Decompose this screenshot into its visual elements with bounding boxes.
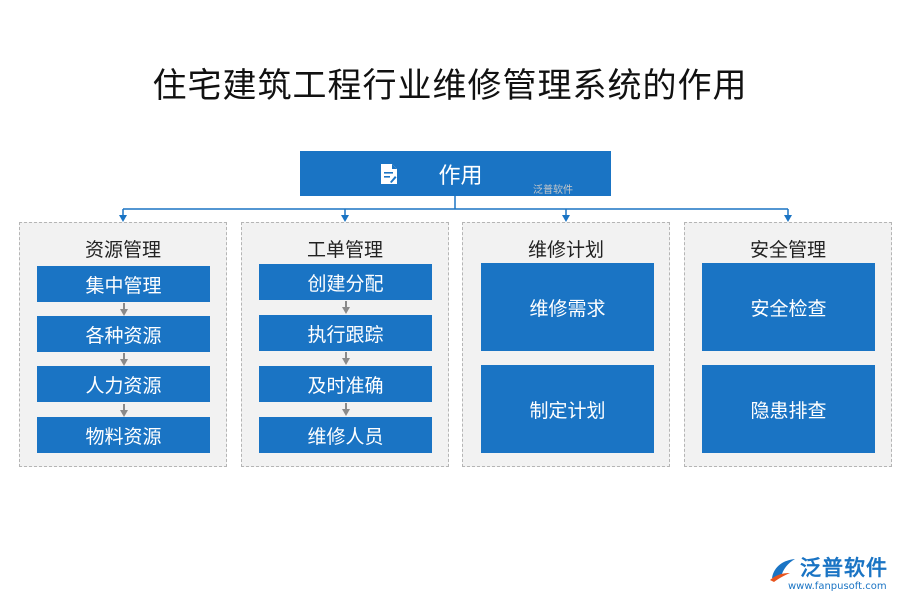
item-maintenance-requirements: 维修需求 — [481, 263, 654, 351]
flow-arrow — [342, 352, 350, 365]
branch-arrow-4 — [784, 215, 792, 222]
logo-name: 泛普软件 — [800, 556, 888, 580]
panel-safety-management: 安全管理 安全检查 隐患排查 — [684, 222, 892, 467]
flow-arrow — [342, 403, 350, 416]
item-timely-accurate: 及时准确 — [259, 366, 432, 402]
branch-arrow-3 — [562, 215, 570, 222]
item-human-resources: 人力资源 — [37, 366, 210, 402]
item-safety-inspection: 安全检查 — [702, 263, 875, 351]
flow-arrow — [342, 301, 350, 314]
document-edit-icon — [381, 164, 397, 184]
fanpu-logo-icon — [770, 559, 795, 582]
watermark-text: 泛普软件 — [533, 185, 573, 196]
flow-arrow — [120, 404, 128, 417]
item-maintenance-staff: 维修人员 — [259, 417, 432, 453]
panel-maintenance-plan: 维修计划 维修需求 制定计划 — [462, 222, 670, 467]
item-centralized-management: 集中管理 — [37, 266, 210, 302]
root-node-label: 作用 — [438, 163, 483, 189]
panel-title: 工单管理 — [306, 239, 383, 261]
branch-arrow-1 — [119, 215, 127, 222]
item-create-assign: 创建分配 — [259, 264, 432, 300]
root-node: 作用 — [300, 151, 611, 196]
panel-work-order-management: 工单管理 创建分配 执行跟踪 及时准确 维修人员 — [241, 222, 449, 467]
panel-title: 资源管理 — [84, 239, 161, 261]
flow-arrow — [120, 303, 128, 316]
brand-logo: 泛普软件 www.fanpusoft.com — [768, 552, 896, 596]
flow-arrow — [120, 353, 128, 366]
item-hazard-check: 隐患排查 — [702, 365, 875, 453]
diagram-title: 住宅建筑工程行业维修管理系统的作用 — [152, 66, 748, 106]
item-make-plan: 制定计划 — [481, 365, 654, 453]
panel-title: 安全管理 — [749, 239, 826, 261]
branch-arrow-2 — [341, 215, 349, 222]
logo-url: www.fanpusoft.com — [788, 581, 887, 592]
item-various-resources: 各种资源 — [37, 316, 210, 352]
item-execution-tracking: 执行跟踪 — [259, 315, 432, 351]
panel-resource-management: 资源管理 集中管理 各种资源 人力资源 物料资源 — [19, 222, 227, 467]
item-material-resources: 物料资源 — [37, 417, 210, 453]
panel-title: 维修计划 — [527, 239, 604, 261]
